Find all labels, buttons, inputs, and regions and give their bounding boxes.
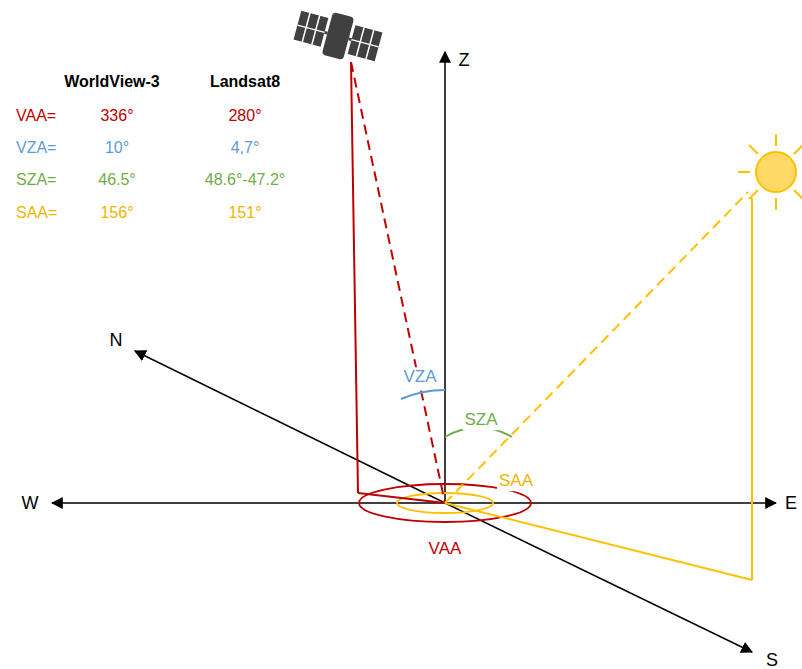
sun-ray xyxy=(445,192,748,503)
column-header: WorldView-3 xyxy=(62,73,161,91)
table-cell: 48.6°-47.2° xyxy=(203,171,287,189)
axis-label: N xyxy=(108,330,125,351)
n-axis xyxy=(135,351,445,503)
s-axis xyxy=(445,503,752,652)
view-projection xyxy=(358,493,445,503)
sun-projection xyxy=(445,503,752,580)
row-label: VAA= xyxy=(14,107,58,125)
we-axis xyxy=(52,502,776,504)
view-ray xyxy=(351,62,445,503)
angle-label: VZA xyxy=(401,367,438,387)
axis-label: S xyxy=(764,650,780,669)
angle-label: SZA xyxy=(462,410,499,430)
axis-label: Z xyxy=(457,50,472,71)
table-cell: 4,7° xyxy=(229,139,262,157)
row-label: VZA= xyxy=(14,139,58,157)
sun-vertical xyxy=(751,198,753,580)
view-vertical xyxy=(351,62,358,493)
table-cell: 336° xyxy=(98,107,135,125)
column-header: Landsat8 xyxy=(208,73,282,91)
sun-icon xyxy=(738,134,802,210)
row-label: SZA= xyxy=(14,171,58,189)
angle-label: SAA xyxy=(497,471,535,491)
z-axis xyxy=(444,52,446,503)
angle-label: VAA xyxy=(427,539,464,559)
table-cell: 151° xyxy=(226,204,263,222)
vza-arc xyxy=(401,390,445,399)
axis-label: W xyxy=(20,493,41,514)
row-label: SAA= xyxy=(14,204,59,222)
table-cell: 156° xyxy=(98,204,135,222)
axis-label: E xyxy=(783,493,799,514)
table-cell: 280° xyxy=(226,107,263,125)
table-cell: 46.5° xyxy=(96,171,138,189)
satellite-icon xyxy=(292,4,385,68)
table-cell: 10° xyxy=(103,139,131,157)
